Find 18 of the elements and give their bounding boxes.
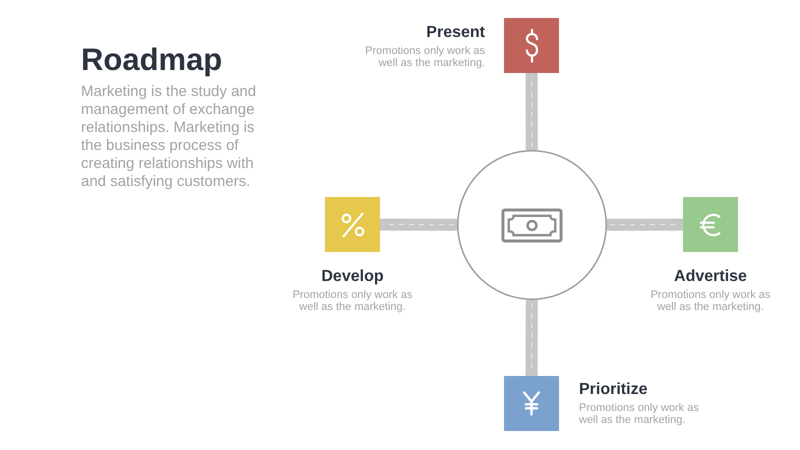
step-description: Promotions only work as well as the marketing. [364, 45, 485, 69]
road-connector [526, 300, 538, 376]
title-heading: Roadmap [81, 42, 222, 78]
road-connector [380, 218, 458, 231]
description-text: Marketing is the study and management of exchange relationships. Marketing is the business process of creating relationships with and satisfying customers. [81, 83, 258, 191]
step-heading: Present [425, 23, 485, 43]
step-heading: Advertise [673, 267, 748, 287]
road-connector [606, 218, 684, 231]
step-heading: Develop [320, 267, 385, 287]
step-description: Promotions only work as well as the marketing. [292, 289, 414, 313]
step-description: Promotions only work as well as the marketing. [650, 289, 772, 313]
category-tile [325, 197, 380, 252]
category-tile [683, 197, 738, 252]
category-tile [504, 376, 559, 431]
step-description: Promotions only work as well as the marketing. [579, 402, 700, 426]
step-heading: Prioritize [579, 380, 648, 400]
category-tile [504, 18, 559, 73]
road-connector [526, 72, 538, 150]
